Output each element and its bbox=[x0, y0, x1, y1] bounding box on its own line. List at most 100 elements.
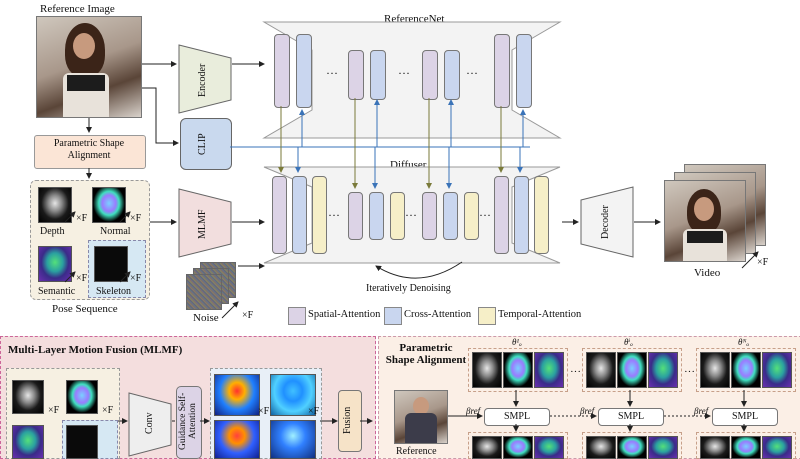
semantic-label: Semantic bbox=[38, 286, 76, 297]
mlmf-panel-title: Multi-Layer Motion Fusion (MLMF) bbox=[8, 344, 183, 356]
parametric-shape-alignment-label: Parametric Shape Alignment bbox=[53, 138, 125, 161]
refnet-spatial-block bbox=[348, 50, 364, 100]
psa-depth-1 bbox=[472, 352, 502, 388]
times-f-normal: ×F bbox=[130, 213, 142, 224]
psa-panel-title: Parametric Shape Alignment bbox=[385, 342, 467, 366]
refnet-dots: ··· bbox=[466, 66, 478, 80]
encoder-block bbox=[178, 44, 232, 114]
diffuser-dots: ··· bbox=[479, 208, 491, 222]
mlmf-feature-normal bbox=[270, 374, 316, 416]
diffuser-dots: ··· bbox=[405, 208, 417, 222]
reference-image bbox=[36, 16, 142, 118]
diffuser-spatial-block bbox=[348, 192, 363, 240]
psa-group-n bbox=[696, 348, 796, 392]
mlmf-times-f: ×F bbox=[102, 405, 114, 416]
psa-depth-i bbox=[586, 352, 616, 388]
refnet-spatial-block bbox=[274, 34, 290, 108]
psa-theta-i: θⁱₒ bbox=[624, 337, 633, 347]
decoder-block bbox=[580, 186, 634, 258]
referencenet-unet bbox=[262, 21, 562, 139]
legend-temporal-swatch bbox=[478, 307, 496, 325]
pose-sequence-label: Pose Sequence bbox=[52, 303, 118, 315]
psa-dots-1: ··· bbox=[570, 366, 581, 378]
skeleton-label: Skeleton bbox=[96, 286, 131, 297]
times-f-skeleton: ×F bbox=[130, 273, 142, 284]
semantic-map bbox=[38, 246, 72, 282]
psa-smpl-n: SMPL bbox=[712, 408, 778, 426]
diffuser-cross-block bbox=[369, 192, 384, 240]
psa-smpl-i: SMPL bbox=[598, 408, 664, 426]
refnet-cross-block bbox=[516, 34, 532, 108]
depth-label: Depth bbox=[40, 226, 65, 237]
psa-normal-n bbox=[731, 352, 761, 388]
mlmf-skeleton-map bbox=[66, 425, 98, 459]
diffuser-temporal-block bbox=[390, 192, 405, 240]
normal-label: Normal bbox=[100, 226, 131, 237]
diffuser-temporal-block bbox=[534, 176, 549, 254]
psa-beta-ref-i: βref bbox=[580, 406, 595, 416]
psa-normal-1 bbox=[503, 352, 533, 388]
times-f-semantic: ×F bbox=[76, 273, 88, 284]
psa-theta-n: θᴺₒ bbox=[738, 337, 750, 347]
refnet-dots: ··· bbox=[398, 66, 410, 80]
guidance-self-attention-block bbox=[176, 386, 202, 459]
refnet-spatial-block bbox=[422, 50, 438, 100]
psa-beta-ref-n: βref bbox=[694, 406, 709, 416]
psa-dots-2: ··· bbox=[684, 366, 695, 378]
reference-image-label: Reference Image bbox=[40, 3, 115, 15]
iteratively-denoising-label: Iteratively Denoising bbox=[366, 283, 451, 294]
legend-spatial-swatch bbox=[288, 307, 306, 325]
diffuser-spatial-block bbox=[422, 192, 437, 240]
refnet-cross-block bbox=[296, 34, 312, 108]
video-frame-1 bbox=[664, 180, 746, 262]
psa-group-i bbox=[582, 348, 682, 392]
refnet-spatial-block bbox=[494, 34, 510, 108]
diffuser-spatial-block bbox=[494, 176, 509, 254]
mlmf-arrows bbox=[118, 418, 373, 424]
parametric-shape-alignment-box bbox=[34, 135, 146, 169]
psa-smpl-1: SMPL bbox=[484, 408, 550, 426]
psa-depth-n bbox=[700, 352, 730, 388]
diffuser-temporal-block bbox=[464, 192, 479, 240]
clip-block bbox=[180, 118, 232, 170]
legend-spatial-label: Spatial-Attention bbox=[308, 309, 381, 320]
psa-beta-ref-1: βref bbox=[466, 406, 481, 416]
diffuser-spatial-block bbox=[272, 176, 287, 254]
psa-theta-1: θ¹ₒ bbox=[512, 337, 522, 347]
noise-times-f: ×F bbox=[242, 310, 254, 321]
psa-reference-label: Reference bbox=[396, 446, 437, 457]
psa-reference-image bbox=[394, 390, 448, 444]
legend-temporal-label: Temporal-Attention bbox=[498, 309, 582, 320]
noise-label: Noise bbox=[193, 312, 219, 324]
mlmf-feature-times-f: ×F bbox=[258, 406, 270, 417]
psa-group-1 bbox=[468, 348, 568, 392]
mlmf-feature-skeleton bbox=[270, 420, 316, 459]
psa-normal-i bbox=[617, 352, 647, 388]
mlmf-semantic-map bbox=[12, 425, 44, 459]
diffuser-cross-block bbox=[443, 192, 458, 240]
mlmf-block bbox=[178, 188, 232, 258]
psa-semantic-i bbox=[648, 352, 678, 388]
psa-semantic-1 bbox=[534, 352, 564, 388]
refnet-dots: ··· bbox=[326, 66, 338, 80]
psa-arrows bbox=[448, 390, 747, 432]
noise-frame-1 bbox=[186, 274, 222, 310]
connector-arrows bbox=[64, 61, 759, 319]
diffuser-cross-block bbox=[514, 176, 529, 254]
mlmf-normal-map bbox=[66, 380, 98, 414]
mlmf-feature-depth bbox=[214, 374, 260, 416]
mlmf-depth-map bbox=[12, 380, 44, 414]
conv-block bbox=[128, 392, 172, 457]
legend-cross-swatch bbox=[384, 307, 402, 325]
psa-semantic-n bbox=[762, 352, 792, 388]
diffuser-dots: ··· bbox=[328, 208, 340, 222]
mlmf-feature-times-f: ×F bbox=[308, 406, 320, 417]
legend-cross-label: Cross-Attention bbox=[404, 309, 472, 320]
normal-map bbox=[92, 187, 126, 223]
times-f-depth: ×F bbox=[76, 213, 88, 224]
video-times-f: ×F bbox=[757, 257, 769, 268]
mlmf-times-f: ×F bbox=[48, 405, 60, 416]
video-label: Video bbox=[694, 267, 721, 279]
diffuser-cross-block bbox=[292, 176, 307, 254]
depth-map bbox=[38, 187, 72, 223]
